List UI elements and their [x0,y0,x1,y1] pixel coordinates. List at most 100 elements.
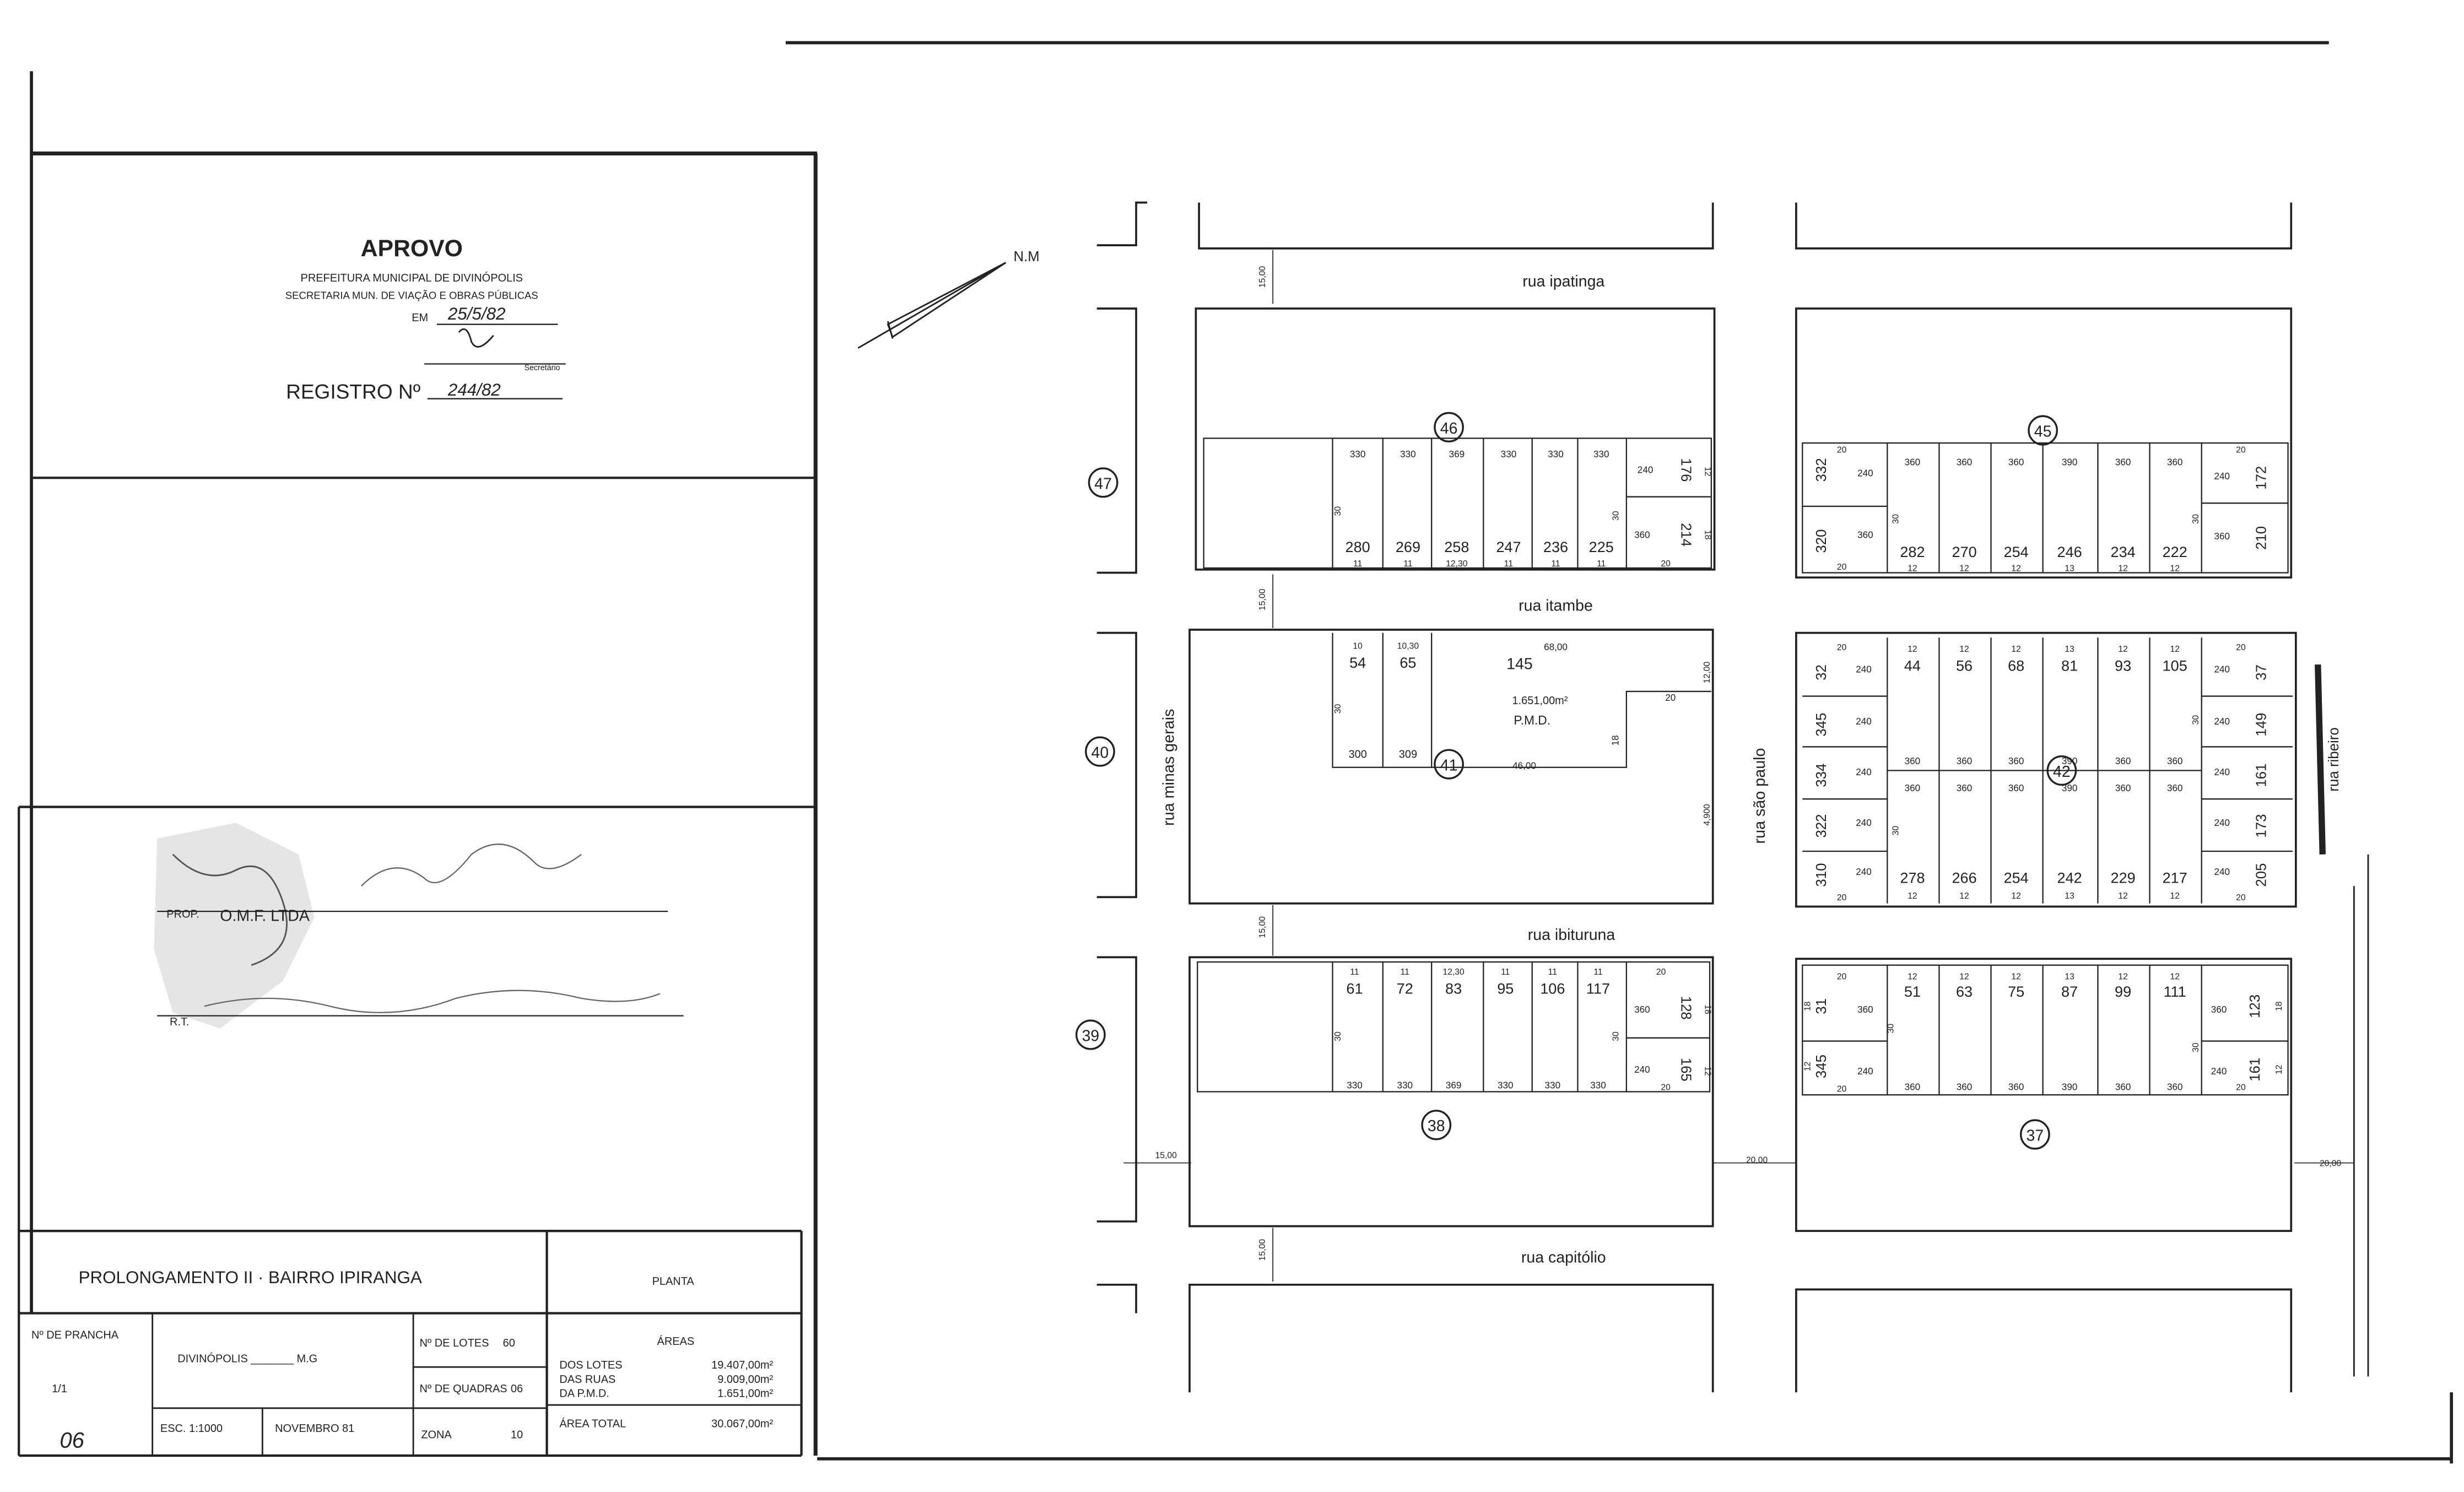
map-text: 240 [1856,663,1872,674]
map-text: 12 [1908,645,1917,654]
street-width: 15,00 [1258,266,1267,288]
area-total-value: 30.067,00m² [711,1418,773,1430]
map-text: 240 [1857,1066,1873,1077]
map-text: 20 [1661,559,1671,569]
area-value-1: 9.009,00m² [717,1374,773,1386]
street-label: rua minas gerais [1160,709,1178,826]
lot-number: 222 [2163,543,2187,560]
map-text: 11 [1597,559,1606,569]
quadra-number: 45 [2034,423,2052,440]
area-value-0: 19.407,00m² [711,1359,773,1371]
map-text: 360 [2008,755,2024,766]
map-text: 330 [1400,448,1416,460]
lot-number: 145 [1506,656,1533,673]
map-text: 360 [2008,456,2024,467]
map-text: 240 [2214,663,2230,674]
lot-number: 83 [1445,980,1462,997]
street-label: rua itambe [1519,597,1593,614]
map-text: 360 [1957,456,1973,467]
lot-number: 236 [1543,538,1568,555]
street-width: 4,900 [1703,804,1712,826]
map-text: 330 [1498,1080,1514,1091]
map-text: 12 [1908,891,1917,901]
lot-number: 128 [1678,996,1694,1020]
lot-number: 242 [2057,869,2082,886]
map-text: 12 [2170,564,2179,574]
map-text: 12 [1959,564,1969,574]
approval-line1: PREFEITURA MUNICIPAL DE DIVINÓPOLIS [301,272,523,284]
lot-number: 105 [2163,657,2187,674]
lot-number: 254 [2004,869,2029,886]
map-text: 11 [1353,559,1362,569]
map-text: 360 [1634,529,1650,540]
map-text: 11 [1551,559,1560,569]
quadra-marker [2020,1119,2050,1150]
quadras-value: 06 [511,1383,523,1395]
map-text: 20 [1837,972,1847,982]
lot-number: 229 [2111,869,2136,886]
quadra-marker [1085,736,1115,767]
lot-number: 345 [1814,713,1829,737]
map-text: 360 [2008,782,2024,793]
map-text: 20 [2236,445,2246,455]
approval-stamp: APROVO PREFEITURA MUNICIPAL DE DIVINÓPOL… [285,235,566,403]
map-text: 360 [1905,1082,1921,1093]
lot-number: 210 [2254,526,2270,550]
block-q37 [1795,958,2293,1232]
city-field: DIVINÓPOLIS _______ M.G [177,1352,317,1365]
area-value-2: 1.651,00m² [717,1388,773,1400]
street-width: 15,00 [1258,588,1267,610]
lot-number: 99 [2115,983,2131,1000]
lot-number: 93 [2115,657,2131,674]
right-road-edges [2315,664,2369,1377]
map-text: 330 [1347,1080,1363,1091]
map-text: 360 [1905,456,1921,467]
lot-number: 266 [1952,869,1976,886]
paper-crack [172,853,288,966]
lot-number: 63 [1956,983,1973,1000]
street-label: rua capitólio [1521,1249,1606,1267]
quadra-marker [2046,755,2077,786]
title-block-text: PROLONGAMENTO II · BAIRRO IPIRANGA PLANT… [31,1268,773,1453]
map-text: 12 [1959,972,1969,982]
quadra-number: 47 [1094,475,1112,493]
quadra-marker [1434,749,1464,780]
map-text: 360 [2167,1082,2183,1093]
approval-signature-mark [458,328,494,348]
north-label: N.M [1014,249,1040,264]
map-text: 12 [2170,645,2179,654]
signature-area: PROP. O.M.F. LTDA R.T. [154,823,684,1029]
lot-number: 280 [1346,538,1370,555]
map-text: 12 [1959,645,1969,654]
map-text: 12 [2011,564,2020,574]
map-text: 11 [1548,967,1557,977]
map-text: 240 [1638,464,1654,475]
map-text: 12 [2118,564,2127,574]
lot-number: 332 [1814,458,1829,482]
street-width: 20,00 [2320,1159,2341,1168]
map-text: 240 [1856,716,1872,727]
lot-number: 173 [2254,814,2270,837]
map-text: 240 [1856,866,1872,877]
lot-number: 111 [2164,983,2186,1000]
left-panel [18,151,818,1456]
street-label: rua ipatinga [1522,273,1604,290]
map-text: 12 [2011,891,2020,901]
street-width: 15,00 [1155,1151,1177,1160]
project-title: PROLONGAMENTO II · BAIRRO IPIRANGA [79,1268,422,1287]
lot-number: 56 [1956,657,1973,674]
prancha-label: Nº DE PRANCHA [31,1329,119,1341]
map-text: 330 [1501,448,1517,460]
map-text: 12,30 [1443,967,1465,977]
quadra-marker [1075,1019,1106,1050]
lot-number: 254 [2004,543,2029,560]
lot-number: 61 [1346,980,1363,997]
street-width: 15,00 [1258,1239,1267,1261]
map-text: 390 [2062,456,2078,467]
map-text: 20 [1837,445,1847,455]
map-text: 360 [2167,755,2183,766]
map-text: 360 [1957,782,1973,793]
lot-number: 334 [1814,764,1829,787]
map-text: 330 [1590,1080,1606,1091]
street-width: 15,00 [1258,916,1267,938]
